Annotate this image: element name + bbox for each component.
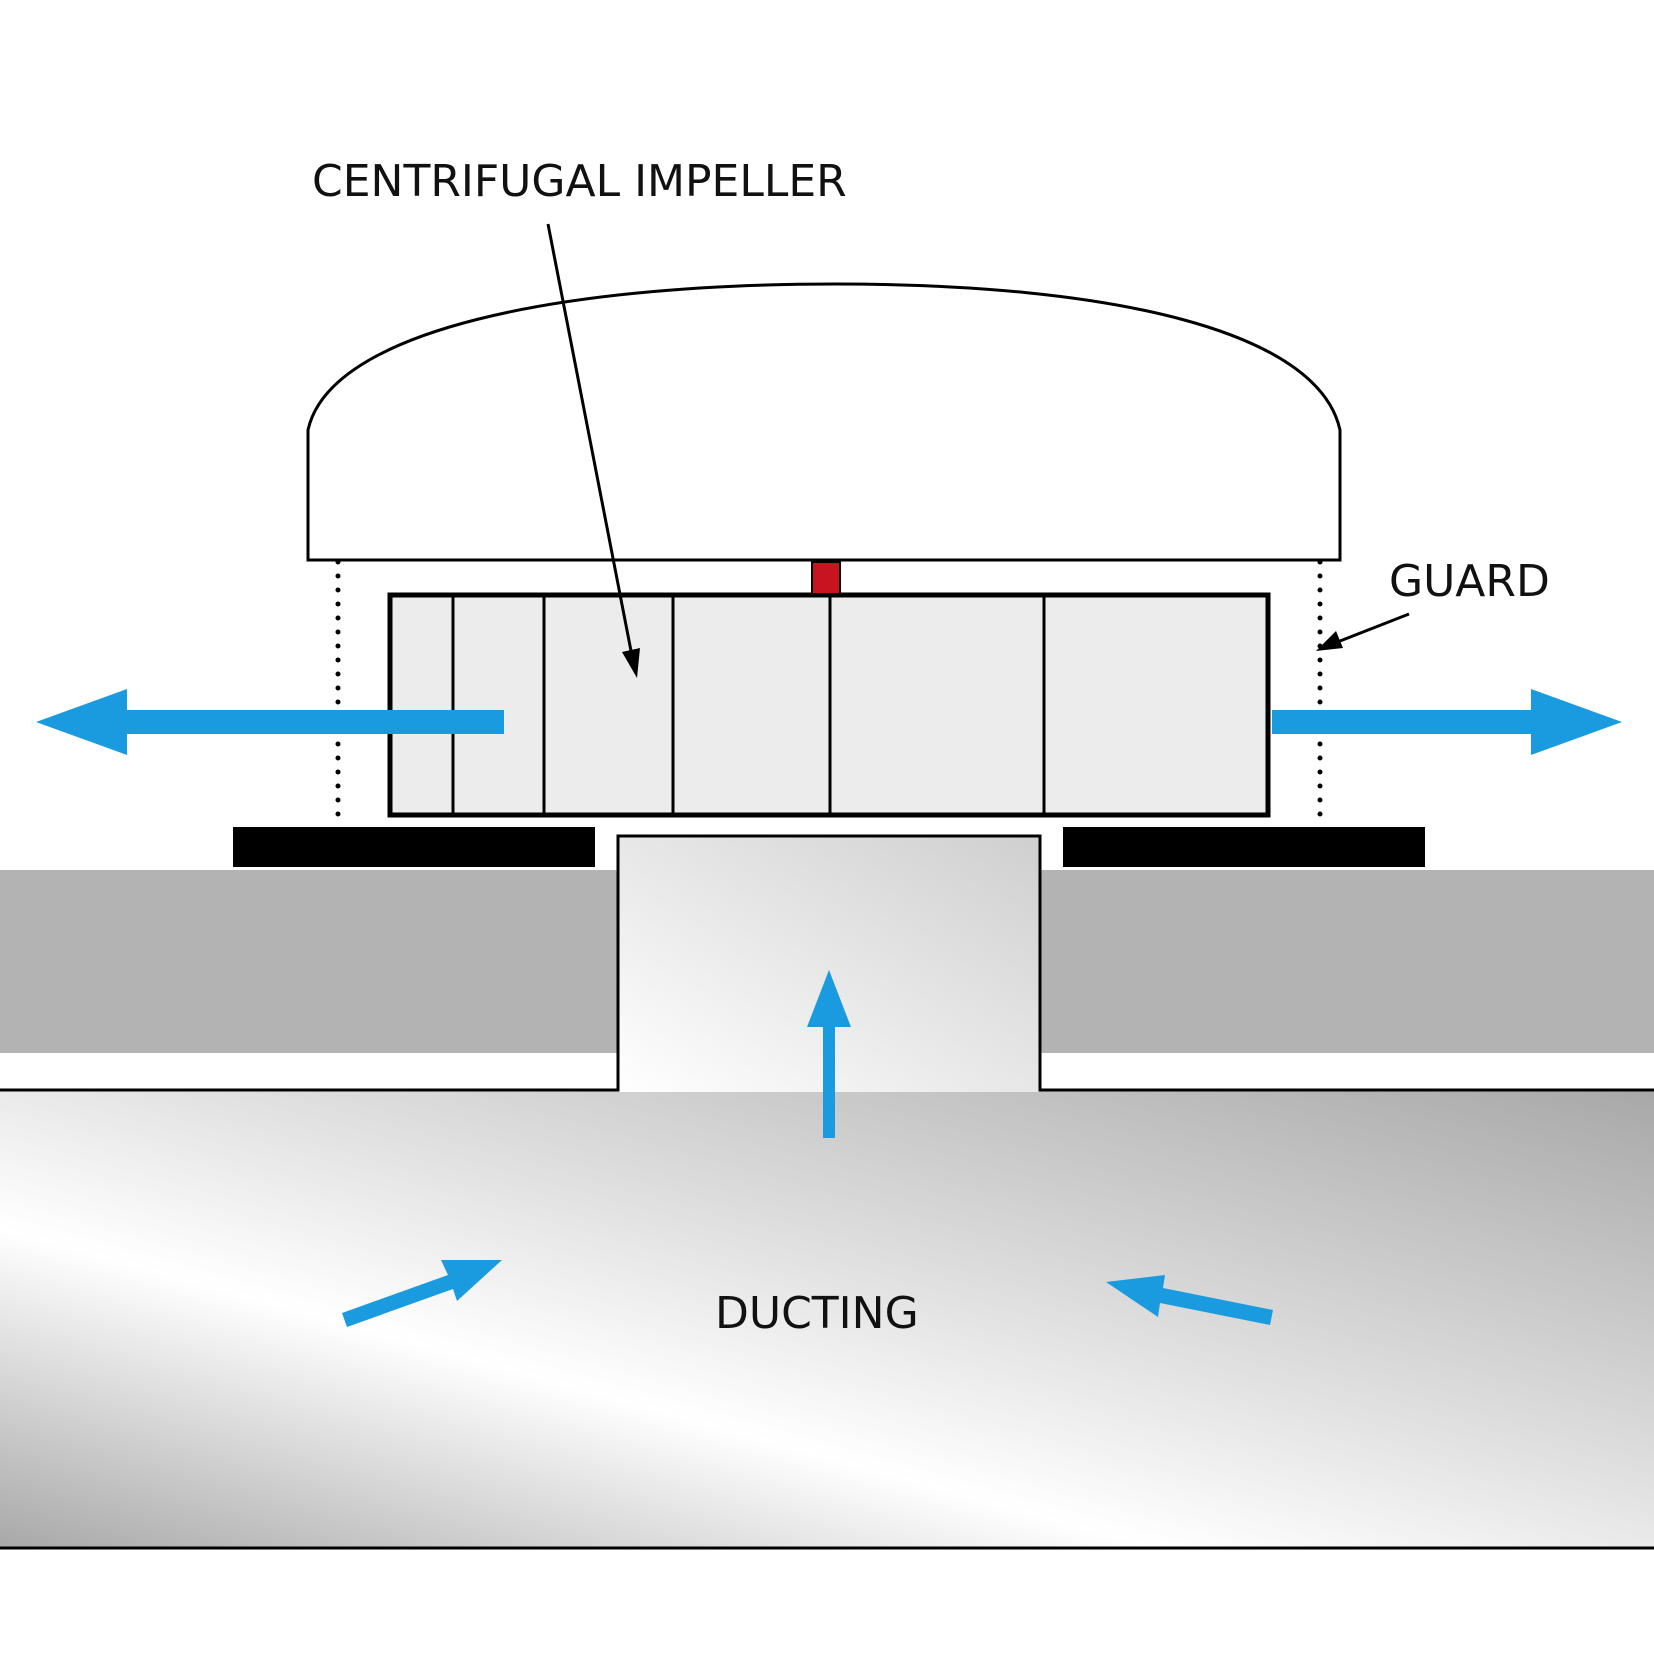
airflow-arrows [36,689,1622,1327]
airflow-inlet-right-arrow-icon [1106,1275,1273,1325]
ducting-label: DUCTING [715,1288,919,1339]
airflow-right-arrow-icon [1272,689,1622,755]
guard-label: GUARD [1389,556,1550,607]
impeller-blades [451,597,1046,813]
roof-slab-left [0,870,620,1053]
airflow-left-arrow-icon [36,689,504,755]
guard-leader-arrow-icon [1316,631,1343,651]
impeller-leader-arrow-icon [622,648,640,678]
impeller-label: CENTRIFUGAL IMPELLER [312,156,847,207]
motor-shaft-icon [811,561,841,595]
guard-leader-line [1339,612,1410,643]
impeller-leader-line [546,223,634,657]
airflow-inlet-left-arrow-icon [342,1260,502,1327]
fan-hood [306,282,1342,562]
roof-slab-right [1040,870,1654,1053]
base-plate-right [1063,827,1425,867]
airflow-up-arrow-icon [807,970,851,1138]
ducting-body [0,1090,1654,1548]
leader-lines [546,223,1410,678]
base-plate-left [233,827,595,867]
ducting-outline [0,834,1654,1550]
